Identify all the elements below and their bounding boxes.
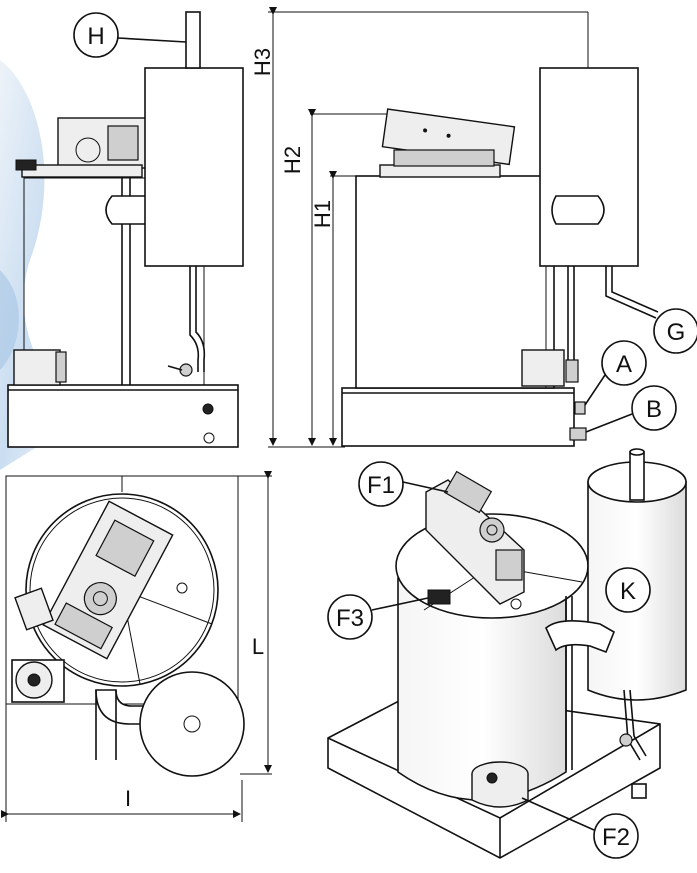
front-view-condenser xyxy=(539,67,639,267)
dimension-H2-label: H2 xyxy=(280,146,305,174)
callout-F2-label: F2 xyxy=(602,824,630,851)
dimension-L-label: L xyxy=(252,634,264,659)
front-view-drum xyxy=(355,175,555,389)
callout-F3 xyxy=(327,594,373,640)
callout-F2 xyxy=(593,813,639,859)
plan-view: L I xyxy=(1,471,272,822)
callout-F3-label: F3 xyxy=(336,605,364,632)
side-view-base xyxy=(7,384,239,448)
side-view: H xyxy=(7,11,244,448)
callout-K xyxy=(605,567,651,613)
callout-B-label: B xyxy=(646,396,662,423)
callout-H-label: H xyxy=(87,23,104,50)
dimension-I-label: I xyxy=(125,786,131,811)
callout-F1 xyxy=(358,461,404,507)
plan-view-gear-motor xyxy=(42,500,174,660)
dimension-H1-label: H1 xyxy=(310,200,335,228)
callout-A-label: A xyxy=(616,351,632,378)
callout-G xyxy=(653,308,697,354)
callout-A xyxy=(601,340,647,386)
callout-H xyxy=(73,12,119,58)
callout-K-label: K xyxy=(620,578,636,605)
iso-view-gear-motor xyxy=(425,470,525,605)
callout-B xyxy=(631,385,677,431)
plan-view-condenser xyxy=(139,671,245,777)
side-view-body xyxy=(23,177,205,386)
callout-G-label: G xyxy=(667,319,686,346)
callout-F1-label: F1 xyxy=(367,472,395,499)
front-view: H3 H2 H1 G A xyxy=(250,7,697,448)
side-view-condenser xyxy=(144,67,244,267)
isometric-view: F1 F3 K F2 xyxy=(327,448,687,859)
front-view-base xyxy=(341,387,575,447)
dimension-H3-label: H3 xyxy=(250,48,275,76)
iso-view-motor-connector xyxy=(427,589,451,605)
side-view-vent-pipe xyxy=(185,11,201,69)
